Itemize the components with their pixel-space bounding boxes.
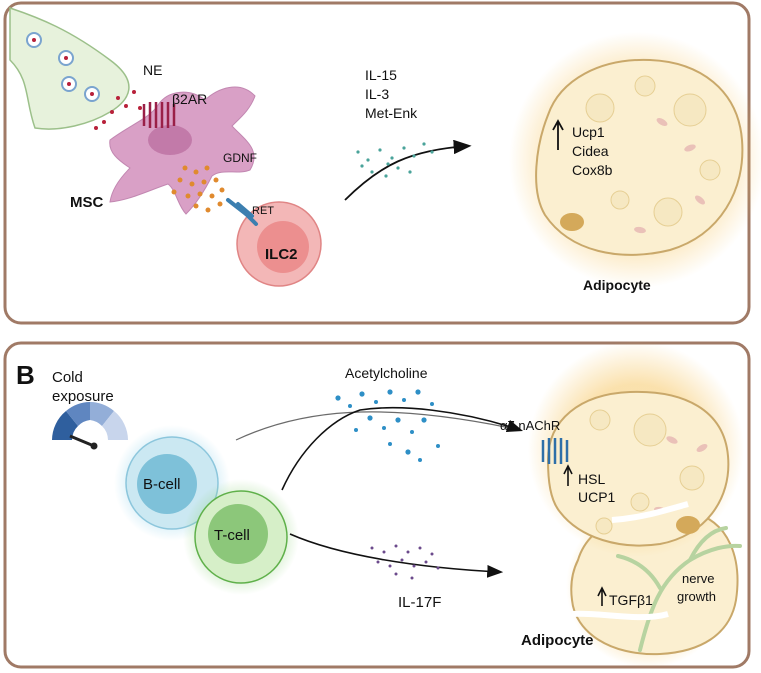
adipocyte-b-lipid-droplets (589, 409, 705, 535)
beta2ar-receptor (142, 102, 176, 128)
gene-ucp1-b: UCP1 (578, 489, 616, 505)
upregulation-arrow-tgf (597, 586, 607, 606)
gene-cox8b: Cox8b (572, 162, 613, 178)
ilc2-nucleus (257, 221, 309, 273)
ne-label: NE (143, 62, 162, 78)
gene-hsl: HSL (578, 471, 605, 487)
gene-ucp1: Ucp1 (572, 124, 605, 140)
acetylcholine-arrow (281, 406, 524, 491)
adipocyte-a-mitochondria (634, 118, 705, 234)
tcell-label: T-cell (214, 527, 250, 544)
acetylcholine-label: Acetylcholine (345, 365, 428, 381)
factor-il15: IL-15 (365, 67, 397, 83)
thermometer-gauge-icon (52, 402, 128, 450)
a7-nachr-label: α7 nAChR (500, 418, 560, 433)
gene-cidea: Cidea (572, 143, 609, 159)
adipocyte-b-nucleus (676, 516, 700, 534)
ret-receptor (226, 198, 258, 226)
msc-label: MSC (70, 194, 104, 211)
bcell-nucleus (137, 454, 197, 514)
nerve-growth-label-line2: growth (677, 589, 716, 604)
acetylcholine-molecules (335, 389, 440, 462)
a7-nachr-receptor (541, 438, 569, 464)
adipocyte-b2-highlight (571, 610, 669, 621)
ret-label: RET (252, 205, 274, 217)
il17f-label: IL-17F (398, 594, 441, 611)
factor-met-enk: Met-Enk (365, 105, 418, 121)
bcell-label: B-cell (143, 476, 181, 493)
gdnf-label: GDNF (223, 151, 257, 165)
adipocyte-a-nucleus (560, 213, 584, 231)
cold-label-line2: exposure (52, 388, 114, 405)
panel-a-arrow (344, 139, 472, 201)
beta2ar-label: β2AR (172, 91, 207, 107)
tgfb1-label: TGFβ1 (609, 592, 653, 608)
vesicles (26, 32, 100, 102)
upregulation-arrow-a (552, 119, 564, 150)
msc-nucleus (148, 125, 192, 155)
adipocyte-b-label: Adipocyte (521, 632, 594, 649)
tcell-nucleus (208, 504, 268, 564)
adipocyte-a-label: Adipocyte (583, 277, 651, 293)
upregulation-arrow-b (563, 464, 573, 486)
factor-il3: IL-3 (365, 86, 389, 102)
nerve-growth-icon (616, 526, 742, 652)
norepinephrine-molecules (94, 90, 142, 130)
adipocyte-b1-highlight (611, 501, 689, 523)
adipocyte-b1-cell (546, 390, 730, 547)
il17f-molecules (370, 544, 440, 580)
panel-b-letter: B (16, 360, 35, 390)
gdnf-molecules (171, 165, 225, 213)
adipocyte-a-lipid-droplets (585, 75, 721, 227)
bcell-to-adipocyte-line (235, 411, 521, 441)
nerve-growth-label-line1: nerve (682, 571, 715, 586)
ilc2-label: ILC2 (265, 246, 298, 263)
cold-label-line1: Cold (52, 369, 83, 386)
secreted-factor-dots (356, 142, 434, 178)
il17f-arrow (289, 533, 504, 578)
